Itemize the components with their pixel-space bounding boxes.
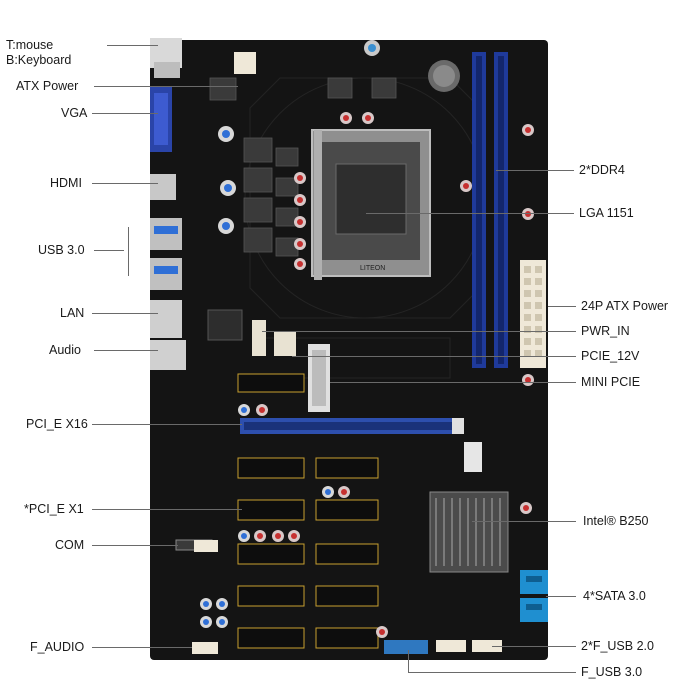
vleader-f-usb3 <box>408 650 409 672</box>
lan-port <box>150 300 182 338</box>
chipset-heatsink <box>429 491 509 573</box>
leader-f-usb3 <box>408 672 576 673</box>
f-usb2-header-1 <box>436 640 466 652</box>
label-com: COM <box>55 538 85 552</box>
label-audio: Audio <box>49 343 81 357</box>
leader-mini-pcie <box>330 382 576 383</box>
label-pcie-12v: PCIE_12V <box>581 349 640 363</box>
leader-pcie-12v <box>292 356 576 357</box>
audio-port <box>150 340 186 370</box>
motherboard-photo: LITEON <box>150 38 548 660</box>
leader-lan <box>92 313 158 314</box>
label-vga: VGA <box>61 106 88 120</box>
leader-pwr-in <box>262 331 576 332</box>
leader-lga1151 <box>366 213 574 214</box>
leader-atx-power <box>94 86 238 87</box>
label-hdmi: HDMI <box>50 176 82 190</box>
leader-sata <box>546 596 576 597</box>
label-mini-pcie: MINI PCIE <box>581 375 641 389</box>
label-lan: LAN <box>60 306 85 320</box>
leader-hdmi <box>92 183 158 184</box>
atx-24pin <box>520 260 546 368</box>
leader-usb3 <box>94 250 124 251</box>
leader-ps2 <box>107 45 158 46</box>
leader-f-usb2 <box>492 646 576 647</box>
bracket-usb3 <box>128 227 129 276</box>
label-f-usb2: 2*F_USB 2.0 <box>581 639 654 653</box>
label-f-audio: F_AUDIO <box>30 640 85 654</box>
leader-atx24 <box>548 306 576 307</box>
leader-pcie-x1 <box>92 509 242 510</box>
leader-vga <box>92 113 158 114</box>
label-lga1151: LGA 1151 <box>579 206 634 220</box>
hdmi-port <box>150 174 176 200</box>
label-pcie-x1: *PCI_E X1 <box>24 502 84 516</box>
label-f-usb3: F_USB 3.0 <box>581 665 643 679</box>
leader-chipset <box>472 521 576 522</box>
label-pcie-x16: PCI_E X16 <box>26 417 88 431</box>
label-pwr-in: PWR_IN <box>581 324 630 338</box>
f-usb2-header-2 <box>472 640 502 652</box>
atx-8pin <box>234 52 256 74</box>
pwr-in-connector <box>252 320 266 356</box>
leader-f-audio <box>92 647 192 648</box>
label-usb3: USB 3.0 <box>38 243 85 257</box>
label-atx-power: ATX Power <box>16 79 79 93</box>
pcie-12v-connector <box>274 332 296 356</box>
label-ps2: T:mouse B:Keyboard <box>6 38 72 67</box>
leader-pcie-x16 <box>92 424 242 425</box>
cpu-socket: LITEON <box>311 129 431 280</box>
leader-ddr4 <box>496 170 574 171</box>
label-chipset: Intel® B250 <box>583 514 649 528</box>
label-sata: 4*SATA 3.0 <box>583 589 646 603</box>
label-atx24: 24P ATX Power <box>581 299 669 313</box>
label-ddr4: 2*DDR4 <box>579 163 625 177</box>
f-usb3-header <box>384 640 428 654</box>
socket-marking: LITEON <box>360 265 385 272</box>
leader-com <box>92 545 178 546</box>
leader-audio <box>94 350 158 351</box>
f-audio-header <box>192 642 218 654</box>
